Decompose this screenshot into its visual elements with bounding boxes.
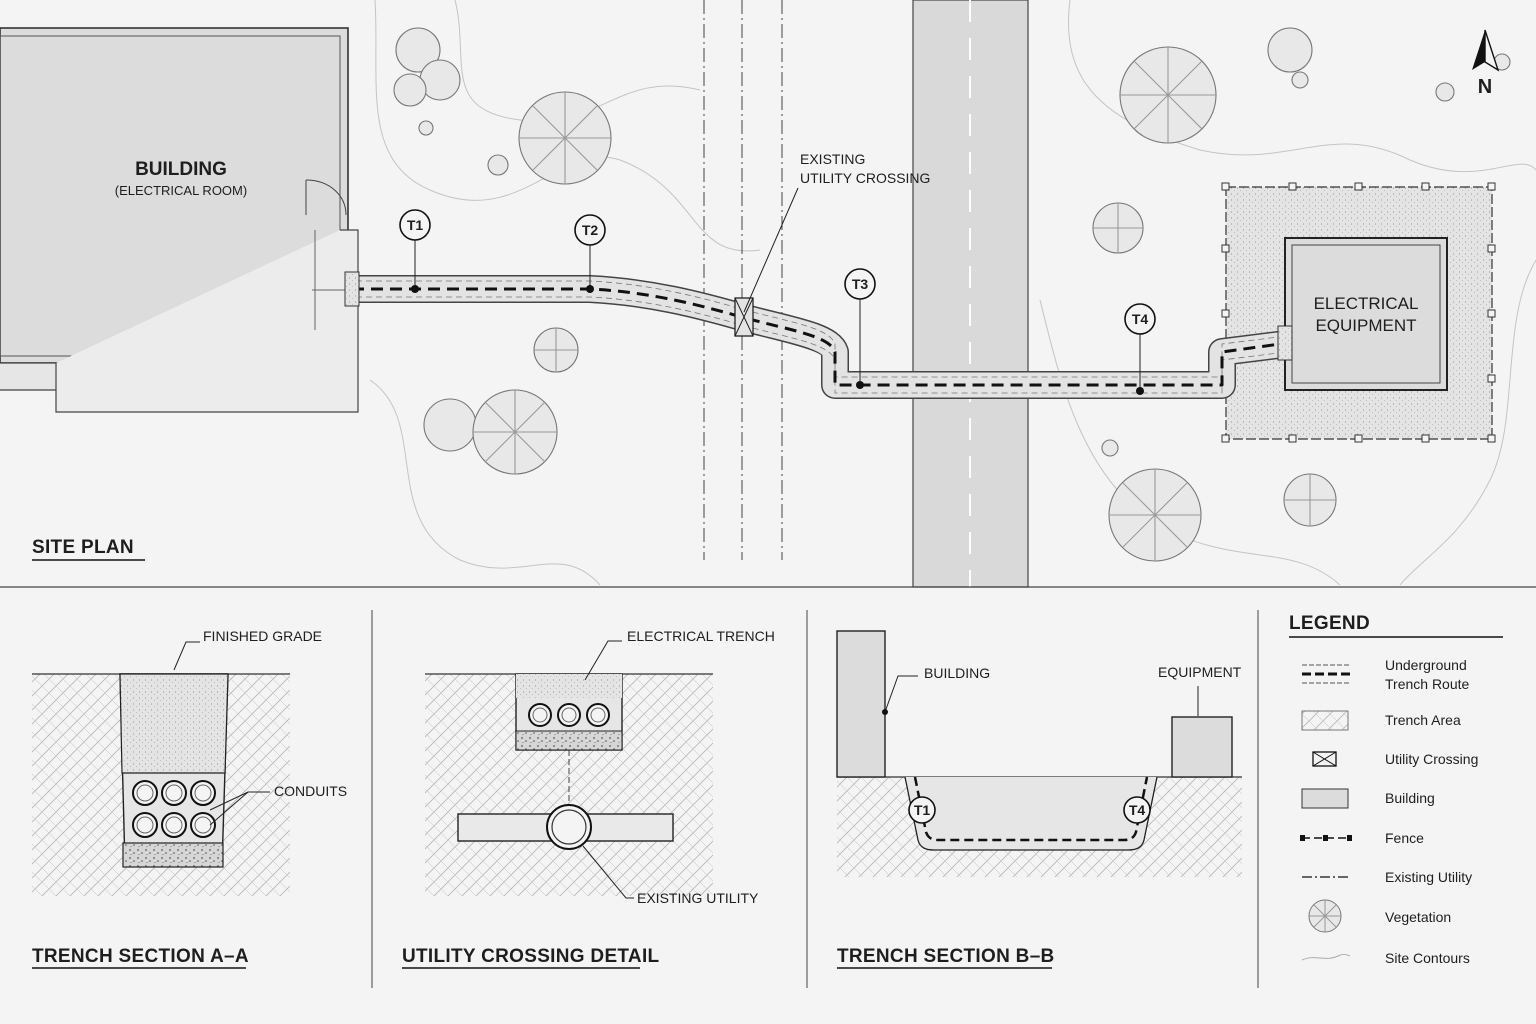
building-label: BUILDING xyxy=(135,159,227,180)
section-bb-title: TRENCH SECTION B–B xyxy=(837,946,1055,967)
trench-section-bb: BUILDING EQUIPMENT T1 T4 TRENCH SECTION … xyxy=(836,630,1242,969)
equipment-label-line1: ELECTRICAL xyxy=(1314,294,1419,313)
utility-crossing-detail: ELECTRICAL TRENCH EXISTING UTILITY UTILI… xyxy=(402,628,775,969)
tag-t3: T3 xyxy=(844,268,876,389)
section-tag-t4: T4 xyxy=(1129,802,1146,818)
legend: LEGEND Underground Trench Route Trench A… xyxy=(1289,613,1503,966)
section-tag-t1: T1 xyxy=(914,802,931,818)
vegetation xyxy=(393,27,1511,562)
trench-route xyxy=(344,271,1293,399)
crossing-detail-title: UTILITY CROSSING DETAIL xyxy=(402,946,660,967)
dashed-route-icon xyxy=(1302,664,1350,684)
section-building xyxy=(836,630,886,778)
svg-text:T3: T3 xyxy=(852,276,869,292)
legend-label: Vegetation xyxy=(1385,909,1451,925)
grey-rect-icon xyxy=(1301,788,1349,809)
section-building-callout: BUILDING xyxy=(924,665,990,681)
trench-section-aa: FINISHED GRADE CONDUITS TRENCH SECTION A… xyxy=(32,628,347,969)
building-sublabel: (ELECTRICAL ROOM) xyxy=(115,183,247,198)
tag-t1: T1 xyxy=(399,209,431,293)
svg-text:T4: T4 xyxy=(1132,311,1149,327)
conduits-callout: CONDUITS xyxy=(274,783,347,799)
electrical-equipment xyxy=(1284,237,1448,391)
section-aa-title: TRENCH SECTION A–A xyxy=(32,946,249,967)
tag-t4: T4 xyxy=(1124,303,1156,395)
tag-t2: T2 xyxy=(574,214,606,293)
svg-text:T1: T1 xyxy=(407,217,424,233)
section-equipment-callout: EQUIPMENT xyxy=(1158,664,1242,680)
hatched-area-icon xyxy=(1301,710,1349,731)
finished-grade-callout: FINISHED GRADE xyxy=(203,628,322,644)
crossing-note-line2: UTILITY CROSSING xyxy=(800,170,930,186)
equipment-yard xyxy=(1221,182,1496,443)
legend-label: Building xyxy=(1385,790,1435,806)
legend-label: Trench Route xyxy=(1385,676,1470,692)
section-equipment xyxy=(1171,716,1233,778)
legend-title: LEGEND xyxy=(1289,613,1370,634)
existing-utility-callout: EXISTING UTILITY xyxy=(637,890,759,906)
north-arrow-icon: N xyxy=(1472,29,1500,98)
legend-label: Utility Crossing xyxy=(1385,751,1478,767)
legend-label: Existing Utility xyxy=(1385,869,1472,885)
equipment-label-line2: EQUIPMENT xyxy=(1315,316,1416,335)
x-box-icon xyxy=(1312,751,1337,767)
site-plan-title: SITE PLAN xyxy=(32,537,134,558)
existing-utility-lines xyxy=(703,0,783,560)
tree-icon xyxy=(1308,899,1342,933)
crossing-note-line1: EXISTING xyxy=(800,151,865,167)
svg-text:T2: T2 xyxy=(582,222,599,238)
legend-label: Site Contours xyxy=(1385,950,1470,966)
svg-text:N: N xyxy=(1478,76,1492,98)
electrical-trench-callout: ELECTRICAL TRENCH xyxy=(627,628,775,644)
legend-label: Underground xyxy=(1385,657,1467,673)
site-plan: BUILDING (ELECTRICAL ROOM) ELECTRICAL EQ… xyxy=(0,0,1536,588)
legend-label: Trench Area xyxy=(1385,712,1461,728)
legend-label: Fence xyxy=(1385,830,1424,846)
utility-crossing-marker xyxy=(734,297,754,337)
contour-line-icon xyxy=(1301,953,1351,961)
building xyxy=(0,27,359,413)
fence-line-icon xyxy=(1300,835,1352,841)
